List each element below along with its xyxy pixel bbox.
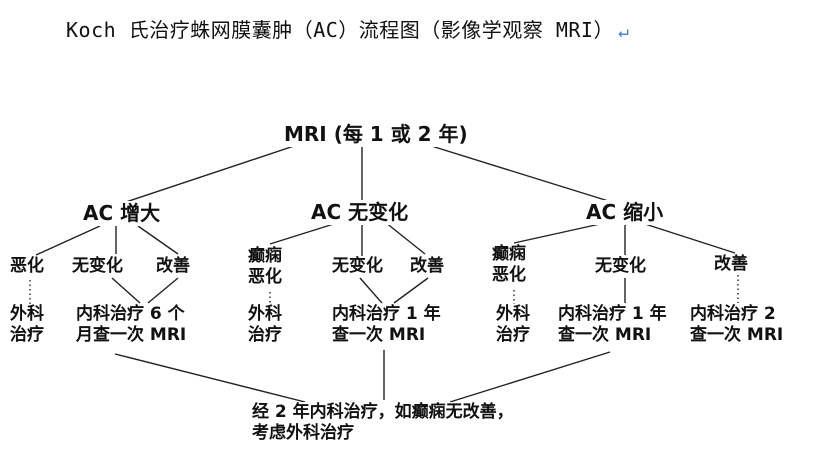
edge-improve-medical6 [147, 277, 179, 304]
edge-enlarge-worse [35, 225, 101, 256]
title-text: Koch 氏治疗蛛网膜囊肿（AC）流程图（影像学观察 MRI） [66, 18, 614, 42]
node-nochange-surgery: 外科 治疗 [248, 304, 282, 347]
node-enlarge-worse: 恶化 [10, 256, 44, 278]
node-final-recommendation: 经 2 年内科治疗，如癫痫无改善， 考虑外科治疗 [252, 402, 514, 445]
node-nochange-epilepsy-worse: 癫痫 恶化 [248, 246, 282, 289]
node-shrink-nochange: 无变化 [595, 256, 646, 278]
node-enlarge-nochange: 无变化 [72, 256, 123, 278]
edge-root-enlarge [119, 143, 301, 205]
node-enlarge-improve: 改善 [156, 256, 190, 278]
node-shrink-epilepsy-worse: 癫痫 恶化 [492, 244, 526, 287]
edge-nochange-medical6 [111, 277, 141, 304]
edge-shrink-improve [644, 223, 736, 254]
node-nochange-medical-1y: 内科治疗 1 年 查一次 MRI [332, 304, 441, 347]
edge-shrinkmedical-final [449, 351, 611, 403]
edge-nochange-epilepsy [269, 221, 341, 245]
edge-root-shrink [424, 143, 619, 205]
edge-enlarge-improve [137, 225, 179, 255]
node-shrink-improve: 改善 [714, 254, 748, 276]
edge-shrink-epilepsy [513, 223, 601, 244]
node-nochange-improve: 改善 [410, 256, 444, 278]
return-icon: ↵ [617, 21, 630, 42]
page-title: Koch 氏治疗蛛网膜囊肿（AC）流程图（影像学观察 MRI）↵ [66, 14, 629, 43]
edge-medical6-final [114, 353, 306, 403]
node-mri-root: MRI (每 1 或 2 年) [284, 122, 468, 147]
node-ac-enlarge: AC 增大 [83, 201, 161, 226]
edge-improve2-medical1 [393, 277, 429, 304]
node-enlarge-surgery: 外科 治疗 [10, 304, 44, 347]
node-nochange-nochange: 无变化 [332, 256, 383, 278]
node-shrink-medical-2y: 内科治疗 2 查一次 MRI [690, 304, 784, 347]
edge-nochange2-medical1 [359, 277, 383, 304]
node-ac-nochange: AC 无变化 [311, 200, 409, 225]
node-ac-shrink: AC 缩小 [586, 200, 664, 225]
node-shrink-medical-1y: 内科治疗 1 年 查一次 MRI [558, 304, 667, 347]
edge-nochange-improve [384, 221, 426, 255]
node-shrink-surgery: 外科 治疗 [496, 304, 530, 347]
node-enlarge-medical-6m: 内科治疗 6 个 月查一次 MRI [76, 304, 187, 347]
